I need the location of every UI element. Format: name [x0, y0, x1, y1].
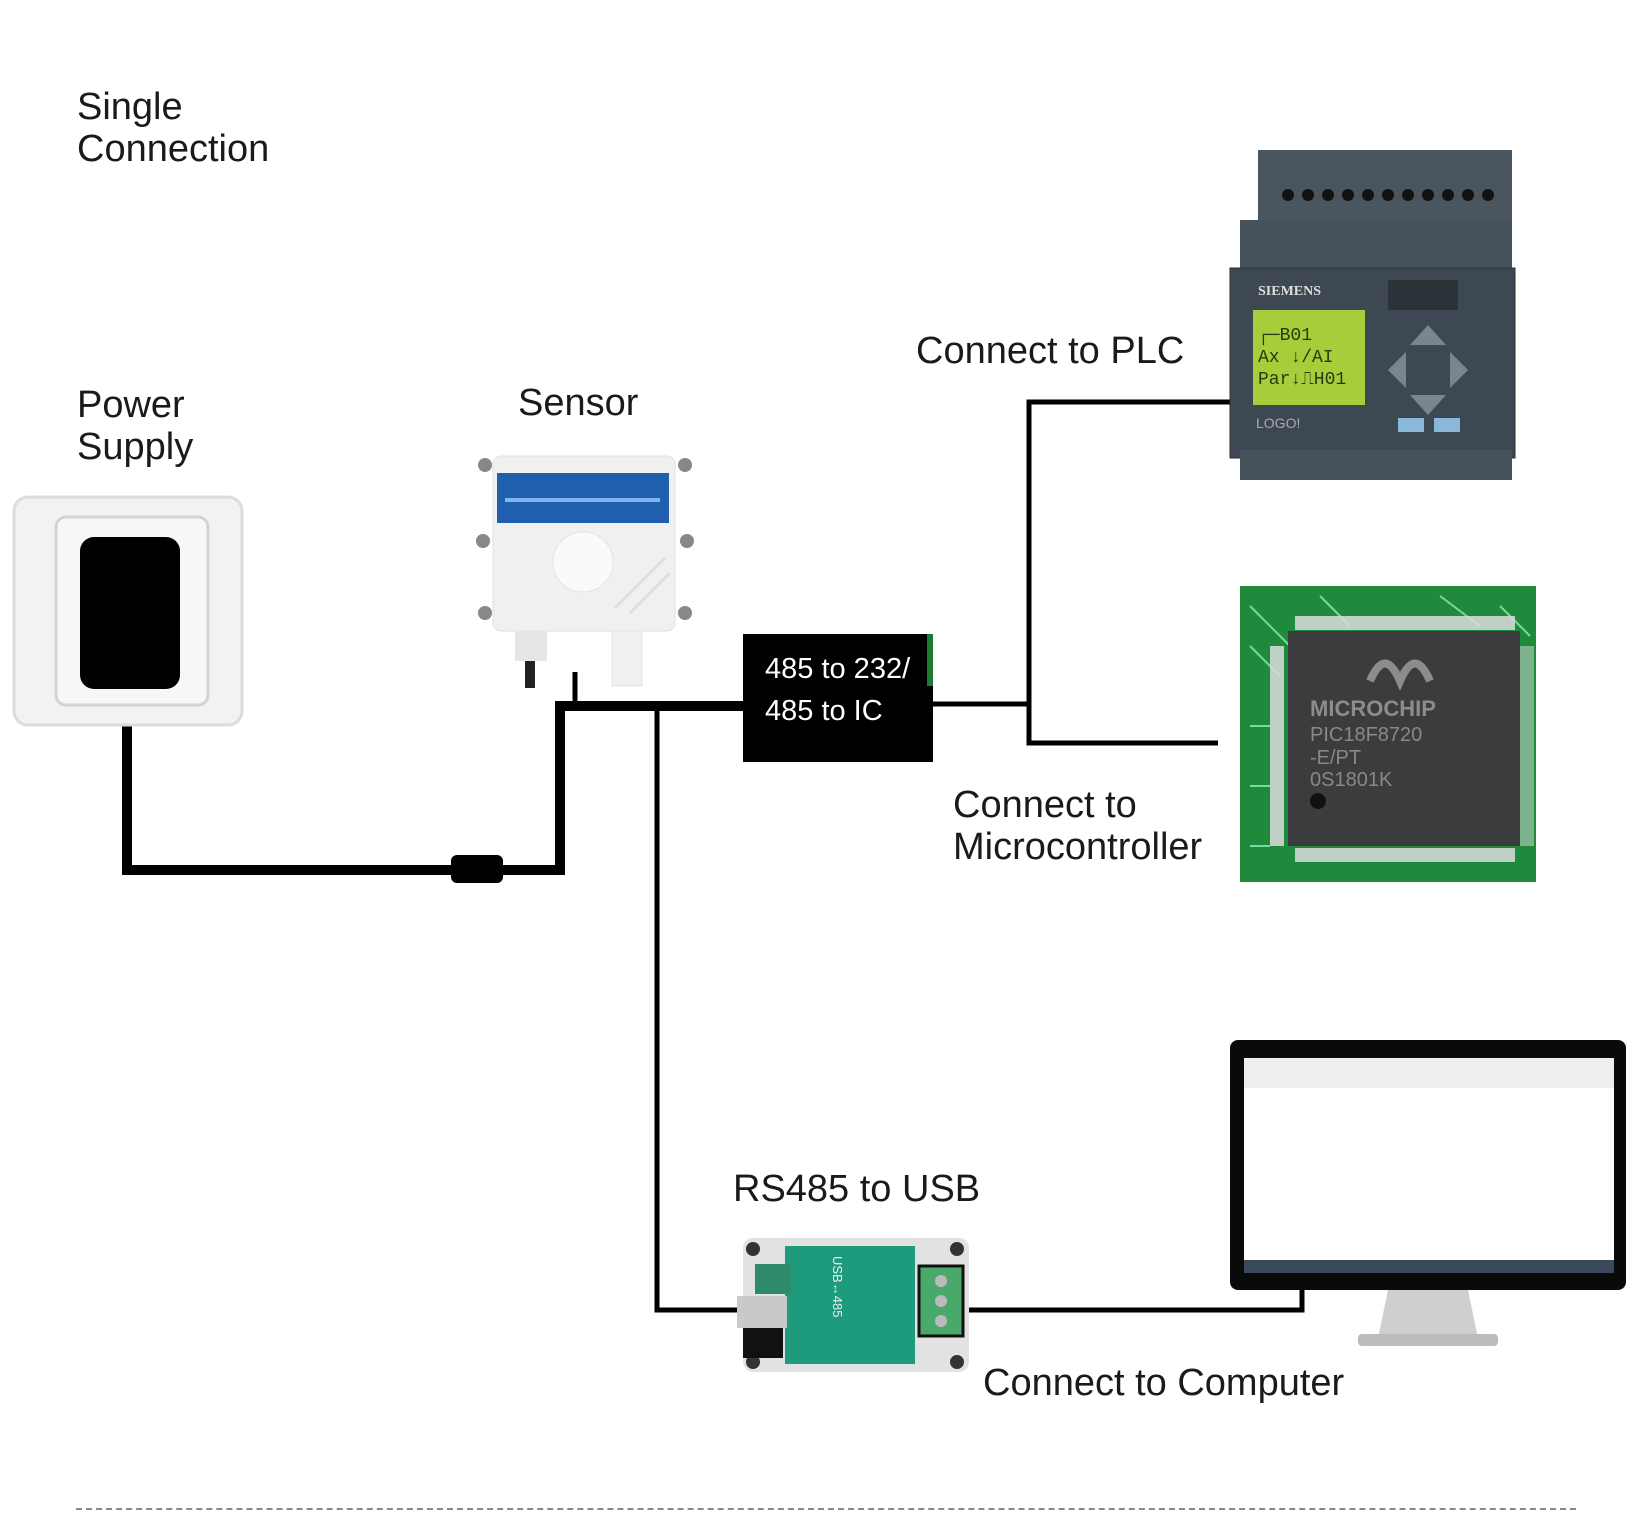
bottom-divider [76, 1508, 1576, 1510]
sensor-device [475, 448, 695, 688]
power-supply-label: Power Supply [77, 384, 194, 468]
svg-text:-E/PT: -E/PT [1310, 747, 1361, 769]
rs485-usb-module: USB↔485 [735, 1236, 975, 1376]
page-title: Single Connection [77, 86, 270, 170]
usb-module-text: USB↔485 [830, 1256, 845, 1317]
plc-label: Connect to PLC [916, 330, 1185, 372]
svg-text:0S1801K: 0S1801K [1310, 769, 1393, 791]
microcontroller-chip: MICROCHIP PIC18F8720 -E/PT 0S1801K [1240, 586, 1536, 882]
cable-connector [451, 855, 503, 883]
svg-text:Ax ↓/AI: Ax ↓/AI [1258, 348, 1334, 368]
microcontroller-label: Connect to Microcontroller [953, 784, 1203, 868]
computer-wire [968, 1285, 1305, 1313]
svg-text:Par↓⎍H01: Par↓⎍H01 [1258, 370, 1346, 390]
computer-label: Connect to Computer [983, 1362, 1345, 1404]
plc-model: LOGO! [1256, 415, 1300, 431]
plc-brand: SIEMENS [1258, 284, 1321, 299]
converter-accent [927, 634, 933, 686]
usb-branch-wire [654, 706, 740, 1313]
converter-line-1: 485 to 232/ [765, 653, 911, 685]
converter-line-2: 485 to IC [765, 695, 883, 727]
chip-brand: MICROCHIP [1310, 696, 1436, 721]
svg-text:PIC18F8720: PIC18F8720 [1310, 724, 1422, 746]
mcu-wire [1026, 704, 1218, 746]
rs485-usb-label: RS485 to USB [733, 1168, 981, 1210]
sensor-label: Sensor [518, 382, 639, 424]
svg-text:┌─B01: ┌─B01 [1258, 326, 1312, 346]
plc-device: SIEMENS ┌─B01 Ax ↓/AI Par↓⎍H01 LOGO! [1228, 150, 1524, 488]
plc-wire [1026, 399, 1230, 704]
power-socket [12, 495, 244, 727]
computer-monitor [1228, 1038, 1628, 1350]
converter-485-box: 485 to 232/ 485 to IC [743, 634, 933, 762]
